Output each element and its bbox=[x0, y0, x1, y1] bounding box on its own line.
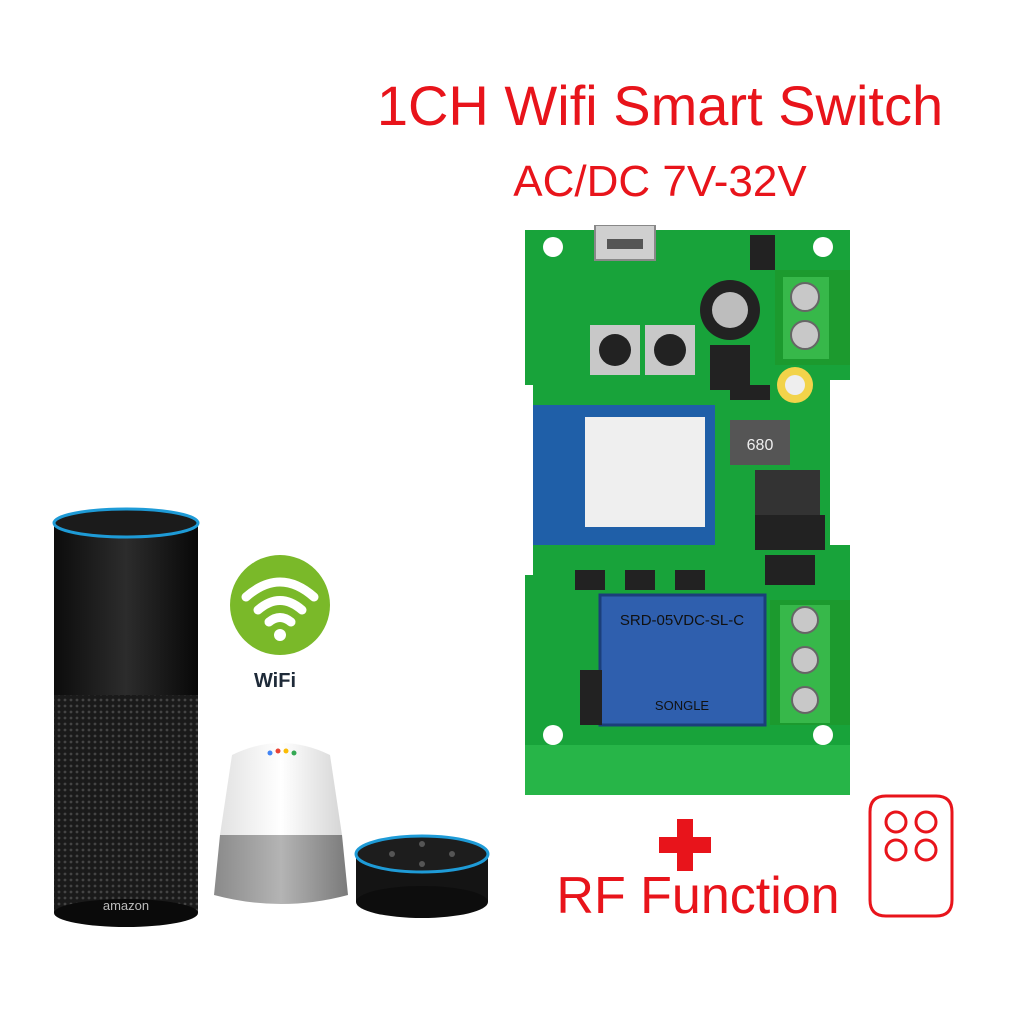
amazon-brand-text: amazon bbox=[103, 898, 149, 913]
plus-icon bbox=[659, 819, 711, 871]
product-title: 1CH Wifi Smart Switch bbox=[376, 74, 944, 137]
google-home-speaker bbox=[214, 743, 348, 904]
wifi-icon bbox=[230, 555, 330, 655]
relay-model: SRD-05VDC-SL-C bbox=[620, 612, 744, 629]
amazon-echo-speaker: amazon bbox=[52, 507, 200, 927]
inductor-code: 680 bbox=[747, 437, 774, 454]
relay-brand: SONGLE bbox=[655, 698, 710, 713]
product-voltage: AC/DC 7V-32V bbox=[513, 157, 807, 206]
remote-control-icon bbox=[868, 794, 954, 918]
wifi-label: WiFi bbox=[253, 670, 297, 692]
rf-function-label: RF Function bbox=[556, 867, 840, 925]
echo-dot-speaker bbox=[354, 834, 490, 918]
relay-board-image: 680 SRD-05VDC-SL-C SONGLE bbox=[525, 225, 850, 795]
